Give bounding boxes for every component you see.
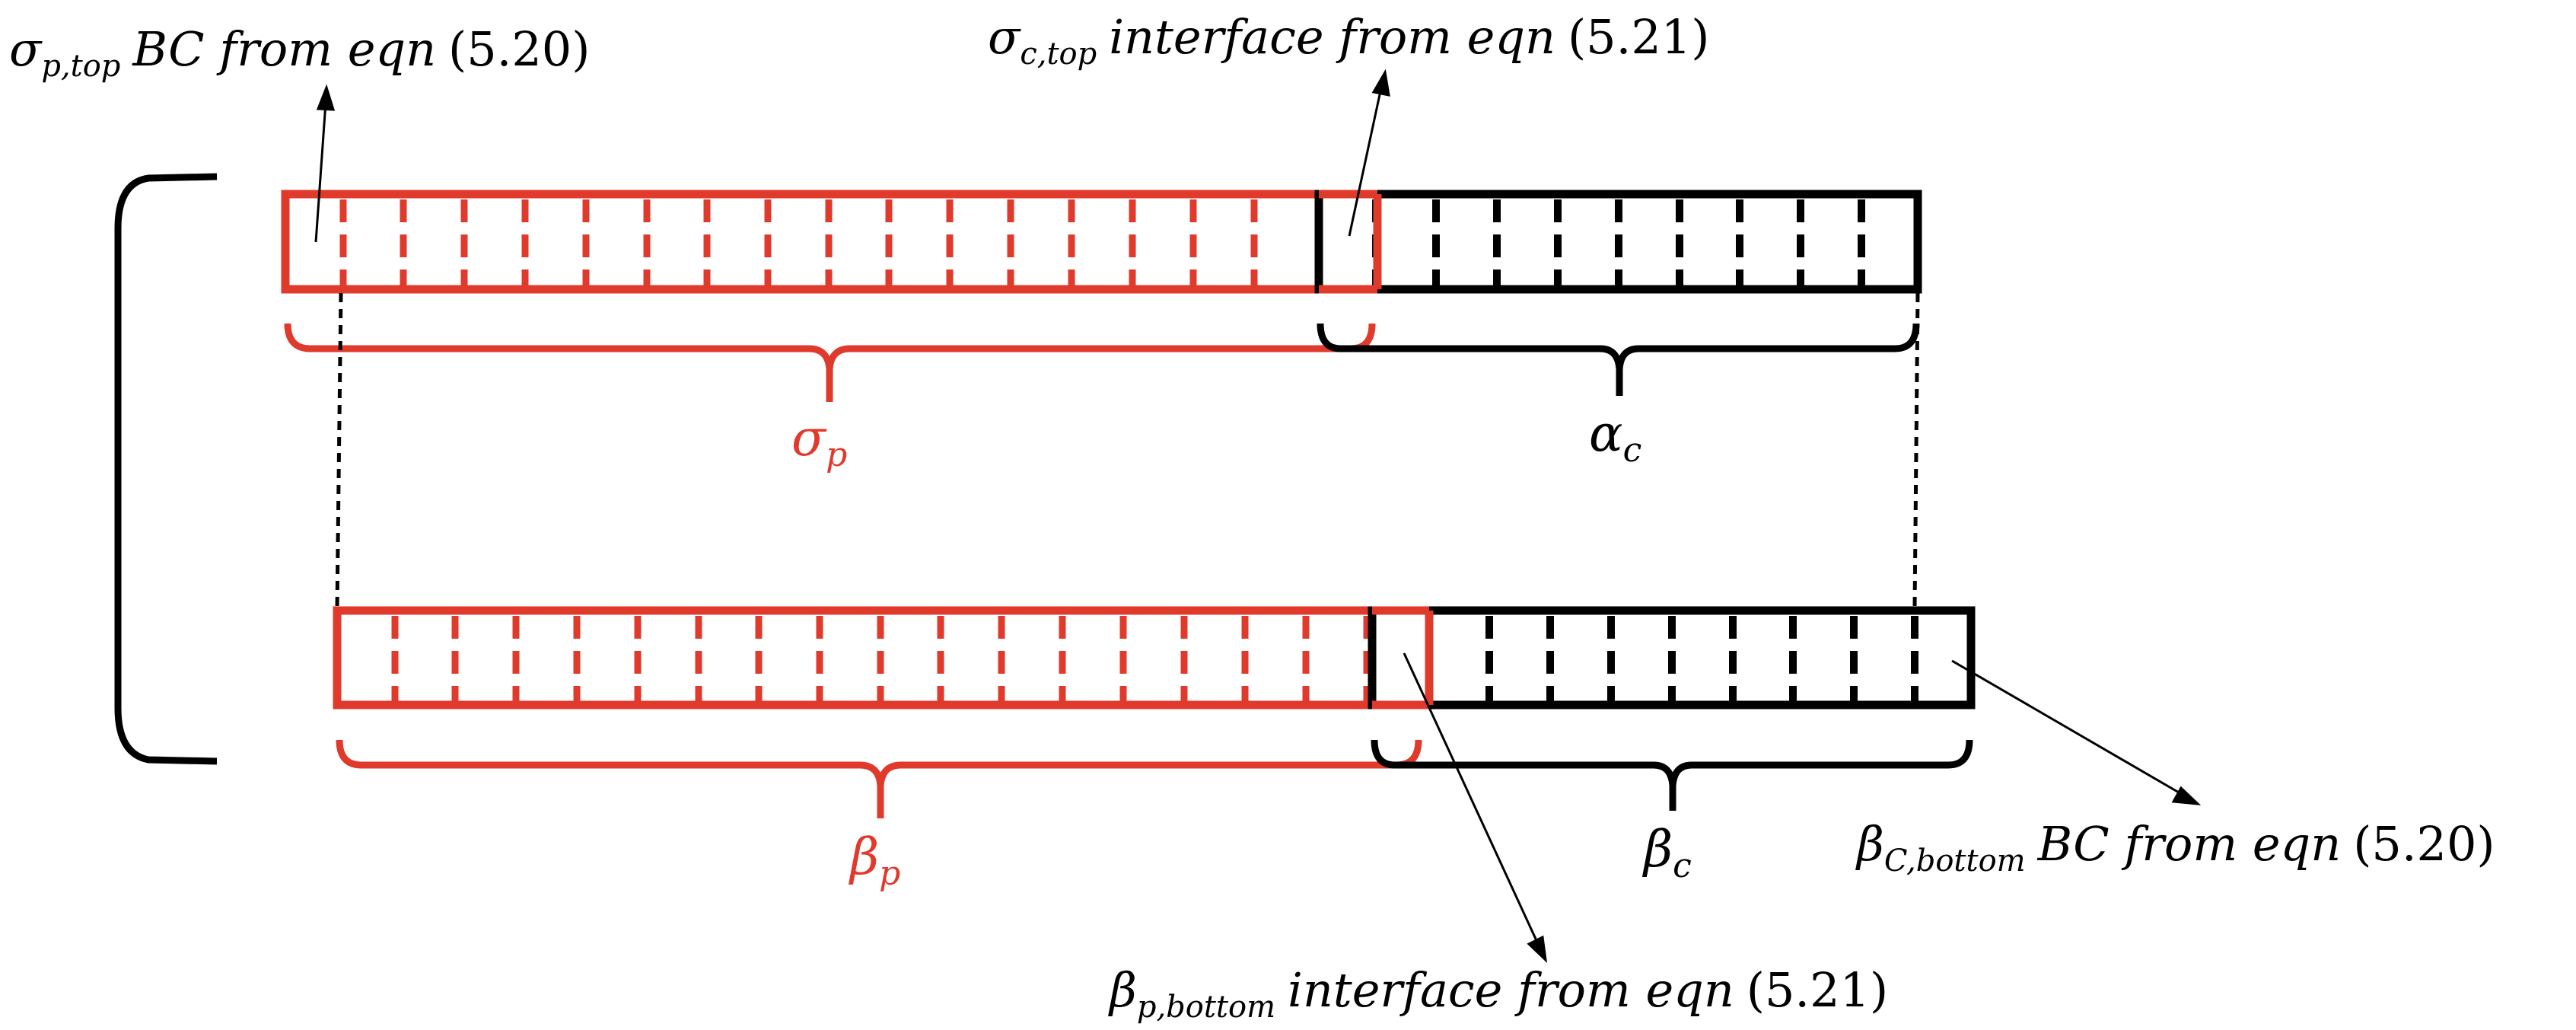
bottom-red-dividers <box>391 616 1371 702</box>
bottom-row <box>333 606 1976 818</box>
top-row <box>281 190 1922 402</box>
alpha-c-brace <box>1317 323 1920 396</box>
arrowhead-beta-c-bottom <box>2171 786 2202 805</box>
top-red-dividers <box>339 199 1258 286</box>
top-black-dividers <box>1372 199 1865 286</box>
label-sigma-p: σp <box>791 409 847 474</box>
left-dashed-connector <box>335 292 343 608</box>
annotation-arrows <box>314 69 2202 964</box>
top-black-grid <box>1314 190 1922 294</box>
label-alpha-c: αc <box>1589 404 1641 470</box>
arrowhead-beta-p-bottom <box>1527 935 1548 964</box>
arrowhead-sigma-c-top <box>1371 69 1390 97</box>
left-bracket <box>114 173 218 765</box>
beta-p-brace <box>336 739 1422 818</box>
beta-c-brace <box>1371 739 1973 811</box>
right-dashed-connector <box>1912 292 1920 608</box>
sigma-p-brace <box>284 323 1376 402</box>
bottom-black-grid <box>1368 606 1976 710</box>
arrowhead-sigma-p-top <box>316 84 336 111</box>
bottom-black-dividers <box>1425 616 1918 702</box>
label-beta-c: βc <box>1641 820 1692 885</box>
label-beta-p: βp <box>848 828 900 893</box>
